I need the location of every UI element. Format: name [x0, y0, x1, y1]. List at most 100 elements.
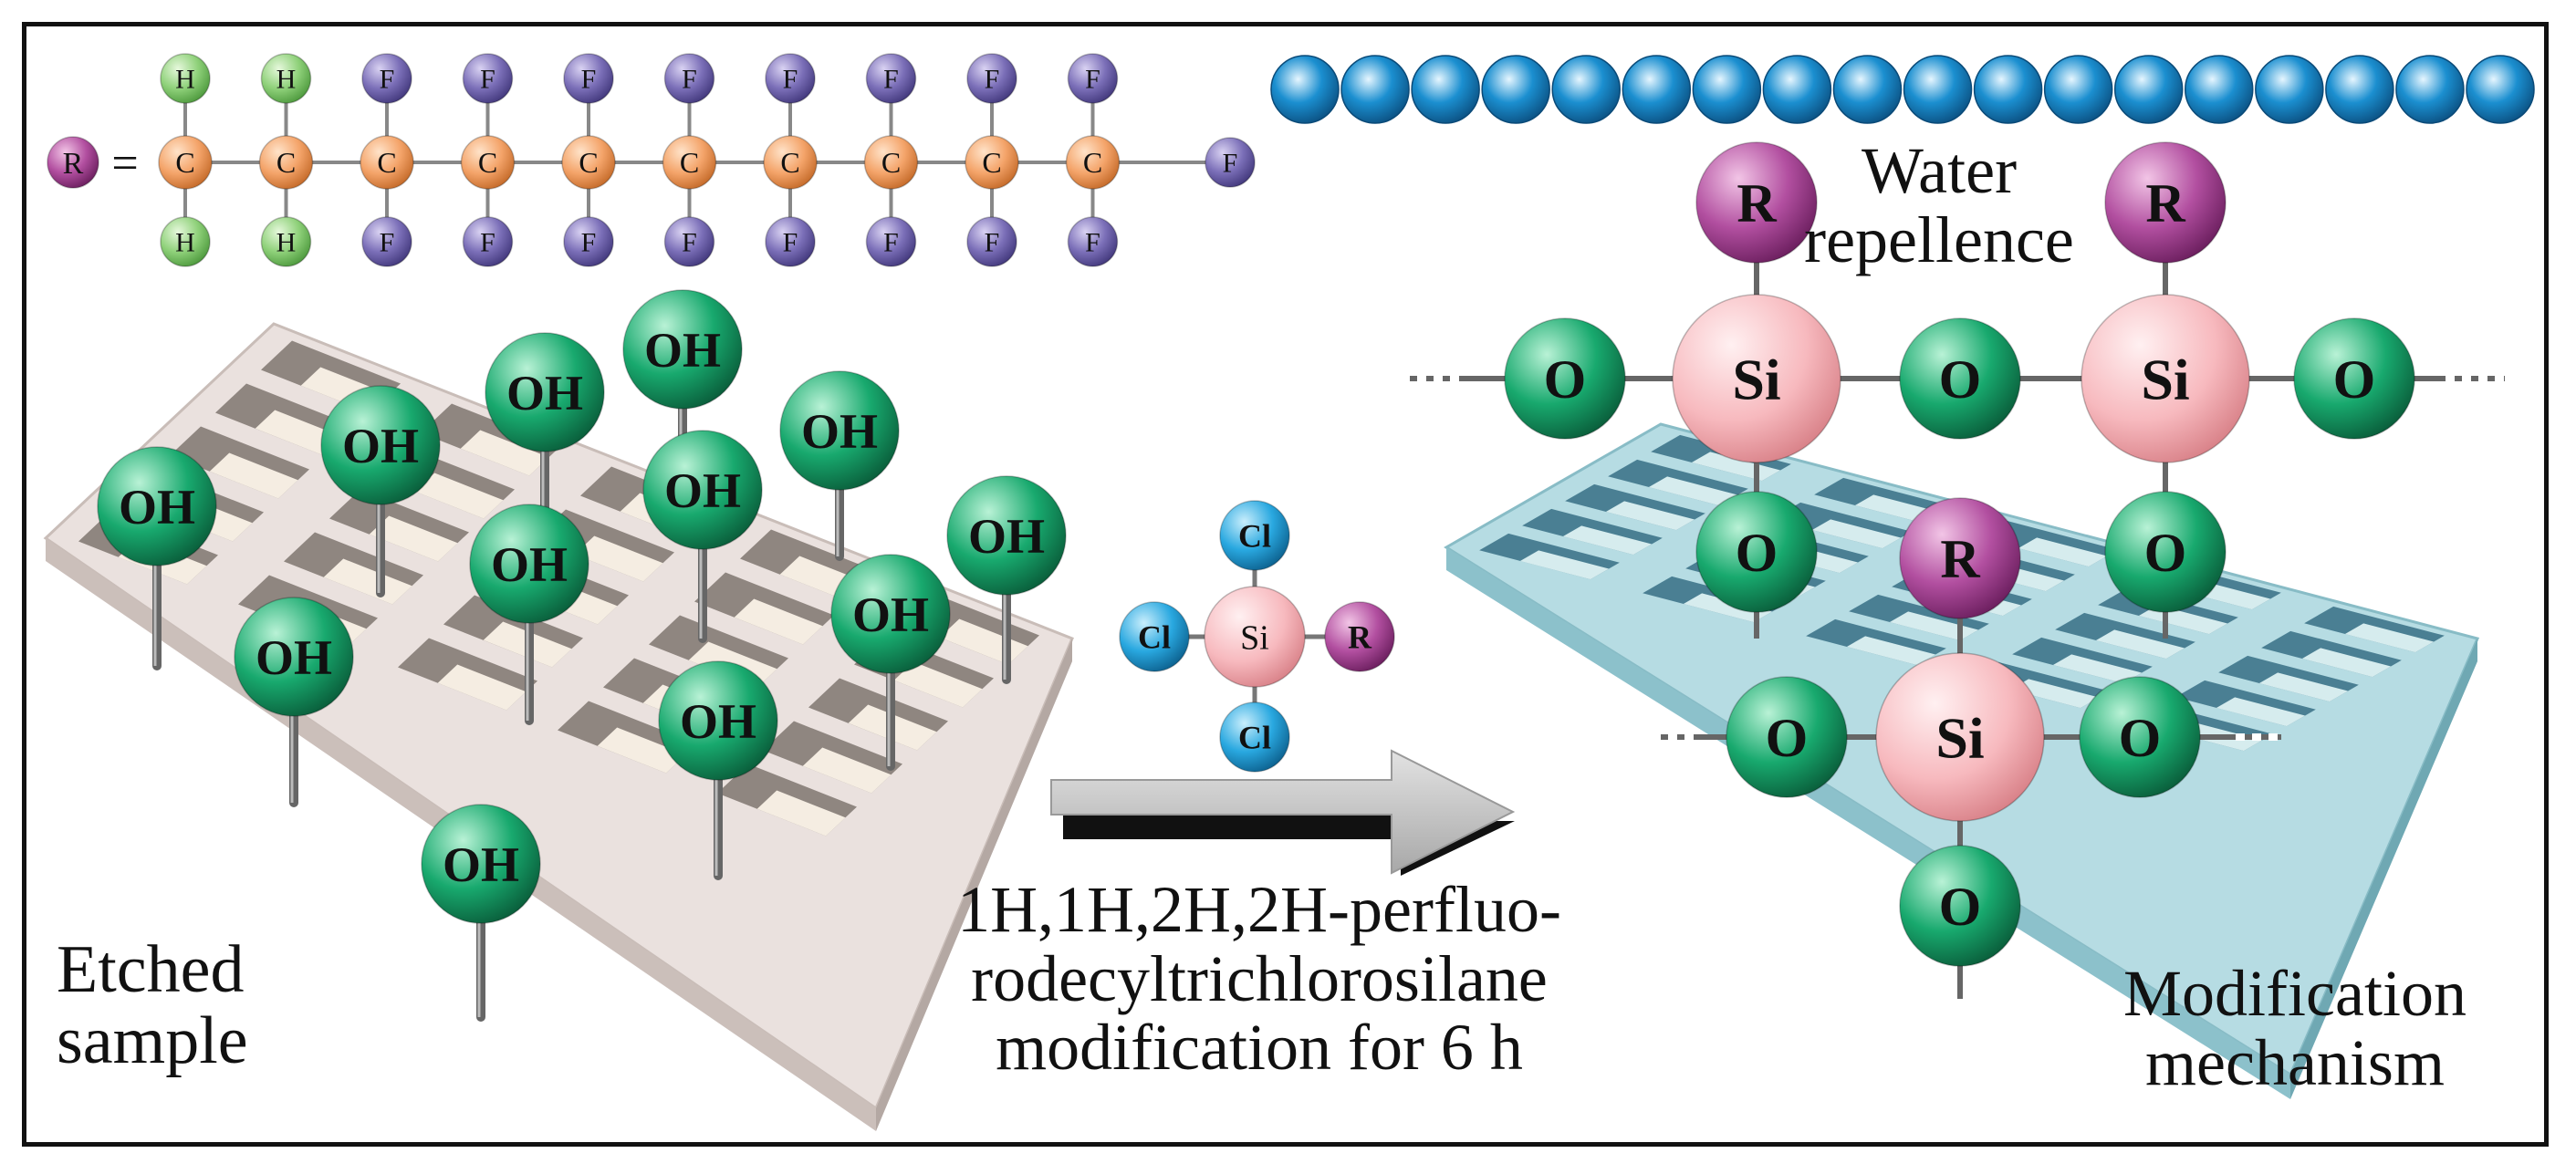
r-group-atom: R [1324, 601, 1395, 672]
r-group-atom-label: R [1940, 529, 1980, 589]
carbon-atom: C [561, 135, 616, 190]
etched-pit-floor [734, 598, 823, 645]
oxygen-atom-label: O [1939, 877, 1982, 937]
carbon-atom: C [662, 135, 717, 190]
chlorine-atom: Cl [1119, 601, 1190, 672]
water-droplet [1762, 55, 1832, 124]
water-droplet [2043, 55, 2113, 124]
r-group-atom-ball [47, 136, 99, 189]
water-droplet [1622, 55, 1692, 124]
r-group-atom-label: R [1348, 619, 1372, 656]
hydrogen-atom-ball [260, 216, 312, 267]
etched-pit-floor [2009, 679, 2100, 709]
oxygen-atom-label: O [1939, 349, 1982, 410]
conditions-line-2: rodecyltrichlorosilane [971, 941, 1548, 1015]
water-droplet [2325, 55, 2394, 124]
terminal-fluorine-atom-label: F [1223, 149, 1238, 179]
hydrogen-atom-label: H [276, 228, 297, 258]
oxygen-atom-ball [1899, 845, 2021, 967]
silicon-atom: Si [1672, 294, 1841, 463]
oxygen-atom-label: O [2144, 523, 2187, 583]
silicon-atom-ball [2081, 294, 2250, 463]
etched-pit-floor [1811, 519, 1902, 549]
r-group-atom-label: R [2145, 173, 2185, 234]
fluorine-atom: F [563, 53, 614, 104]
oxygen-atom-label: O [1544, 349, 1587, 410]
silicon-atom-label: Si [1732, 347, 1780, 411]
fluorine-atom-label: F [480, 228, 495, 258]
etched-pit-floor [2095, 629, 2185, 660]
r-group-atom-ball [1324, 601, 1395, 672]
chlorine-atom: Cl [1219, 500, 1290, 571]
water-droplet [2113, 55, 2184, 124]
fluorine-atom: F [966, 53, 1017, 104]
hydroxyl-group: OH [830, 554, 951, 674]
chlorine-atom-label: Cl [1138, 619, 1171, 656]
carbon-atom: C [863, 135, 919, 190]
hydroxyl-group: OH [421, 804, 541, 924]
hydroxyl-group: OH [779, 370, 900, 491]
oxygen-atom: O [2293, 317, 2415, 440]
water-droplet [1692, 55, 1762, 124]
fluorine-atom: F [361, 216, 412, 267]
caption-line-2: mechanism [2145, 1025, 2445, 1099]
fluorine-atom: F [462, 53, 514, 104]
etched-pit-floor [2052, 654, 2143, 684]
etched-pit-floor [1519, 550, 1610, 580]
fluorine-atom-label: F [380, 228, 395, 258]
hydroxyl-group: OH [946, 475, 1067, 596]
etched-sample-caption: Etched sample [57, 934, 248, 1076]
etched-pit-floor [209, 452, 298, 499]
fluorine-atom: F [663, 216, 715, 267]
fluorine-atom-ball [462, 53, 514, 104]
r-group-atom-label: R [63, 147, 84, 181]
water-droplet-row [1270, 55, 2535, 124]
carbon-atom-label: C [377, 146, 396, 179]
etched-pit-floor [2216, 697, 2306, 727]
fluorine-atom-label: F [883, 228, 899, 258]
hydroxyl-group: OH [469, 504, 589, 624]
fluorine-atom-label: F [783, 65, 798, 95]
oxygen-atom-ball [2104, 491, 2227, 613]
fluorine-atom-ball [563, 216, 614, 267]
conditions-line-3: modification for 6 h [996, 1011, 1523, 1085]
carbon-atom-label: C [982, 146, 1001, 179]
carbon-atom-ball [360, 135, 414, 190]
etched-pit-floor [1889, 611, 1979, 641]
oxygen-atom-label: O [2119, 708, 2162, 768]
etched-pit-floor [437, 664, 527, 711]
r-group-atom-label: R [1736, 173, 1777, 234]
hydroxyl-group-label: OH [506, 366, 583, 421]
hydrogen-atom-label: H [175, 65, 195, 95]
etched-pit-floor [1846, 636, 1936, 666]
hydroxyl-group-ball [779, 370, 900, 491]
hydroxyl-group: OH [234, 597, 354, 717]
water-droplet [1832, 55, 1903, 124]
hydroxyl-group-ball [320, 385, 441, 505]
water-droplet [1340, 55, 1410, 124]
fluorine-atom-label: F [985, 228, 1000, 258]
fluorine-atom-label: F [883, 65, 899, 95]
hydrogen-atom: H [260, 53, 312, 104]
fluorine-atom-ball [966, 216, 1017, 267]
water-droplet [1973, 55, 2043, 124]
etched-pit-floor [414, 473, 504, 519]
water-droplet [1903, 55, 1973, 124]
oxygen-atom: O [1504, 317, 1626, 440]
fluorine-atom-label: F [581, 65, 597, 95]
hydroxyl-group-label: OH [119, 480, 195, 535]
fluorine-atom-ball [765, 216, 816, 267]
water-droplet [2255, 55, 2324, 124]
hydroxyl-group-label: OH [256, 630, 332, 685]
carbon-atom-ball [1065, 135, 1121, 190]
fluorine-atom-label: F [1085, 228, 1100, 258]
r-group-atom-ball [1899, 497, 2021, 619]
etched-pit-floor [2258, 672, 2349, 702]
carbon-atom-ball [258, 135, 314, 190]
fluorine-atom: F [1067, 216, 1119, 267]
etched-pit-floor [369, 515, 458, 562]
reaction-conditions: 1H,1H,2H,2H-perfluo- rodecyltrichlorosil… [826, 875, 1693, 1085]
etched-pit-floor [460, 430, 549, 476]
carbon-atom-label: C [579, 146, 598, 179]
carbon-atom: C [258, 135, 314, 190]
